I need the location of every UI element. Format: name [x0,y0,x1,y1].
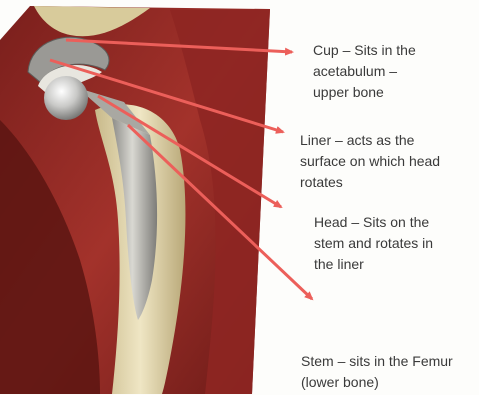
cup-label-line: acetabulum – [313,61,416,82]
liner-label-line: Liner – acts as the [300,130,440,151]
stem-label: Stem – sits in the Femur (lower bone) [301,351,453,393]
liner-label: Liner – acts as the surface on which hea… [300,130,440,193]
liner-label-line: rotates [300,172,440,193]
head-label-line: the liner [314,254,433,275]
stem-label-line: (lower bone) [301,372,453,393]
liner-label-line: surface on which head [300,151,440,172]
cup-label-line: Cup – Sits in the [313,40,416,61]
femoral-head [44,76,88,120]
implant-photo [0,6,270,394]
cup-label: Cup – Sits in the acetabulum – upper bon… [313,40,416,103]
head-label-line: Head – Sits on the [314,212,433,233]
head-label-line: stem and rotates in [314,233,433,254]
stem-label-line: Stem – sits in the Femur [301,351,453,372]
cup-label-line: upper bone [313,82,416,103]
head-label: Head – Sits on the stem and rotates in t… [314,212,433,275]
